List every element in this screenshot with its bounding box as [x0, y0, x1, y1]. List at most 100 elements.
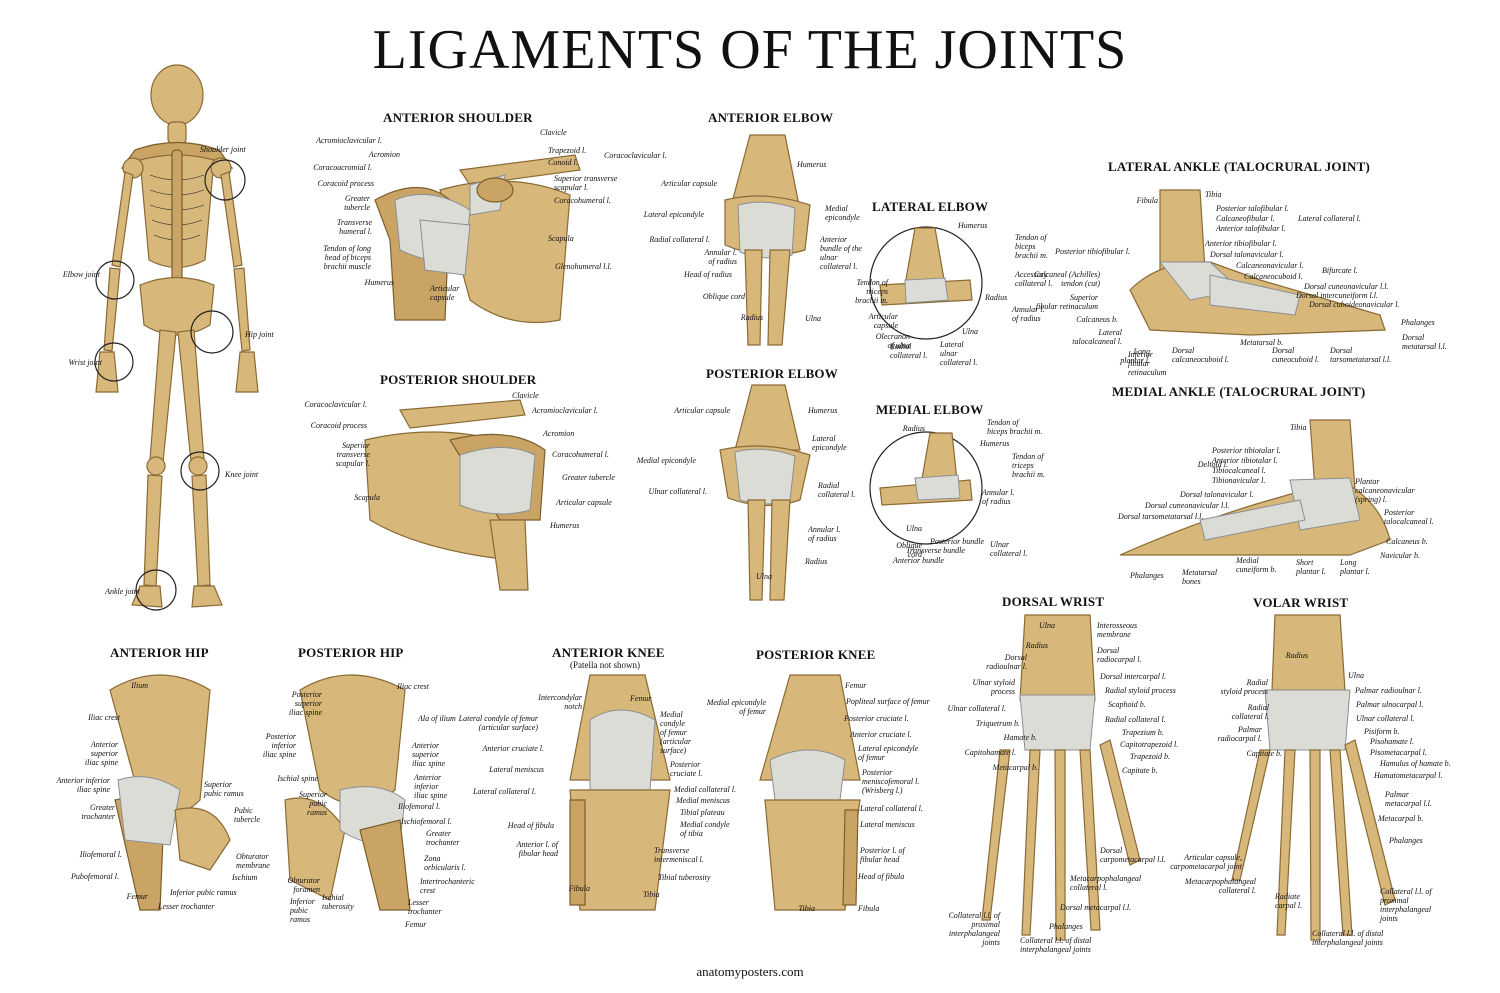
label: Acromion — [543, 429, 575, 438]
label: Metacarpal b. — [1378, 814, 1424, 823]
label: Femur — [630, 694, 652, 703]
medial-elbow-art — [869, 431, 983, 545]
volar-wrist-art — [1231, 614, 1396, 941]
label: Dorsal tarsometatarsal l.l. — [1330, 346, 1392, 364]
label: Humerus — [364, 278, 394, 287]
panel-title-posterior-hip: POSTERIOR HIP — [298, 645, 404, 660]
panel-title-posterior-knee: POSTERIOR KNEE — [756, 647, 876, 662]
label: Capitotrapezoid l. — [1120, 740, 1179, 749]
label: Annular l. of radius — [1012, 305, 1045, 323]
label: Iliac crest — [397, 682, 429, 691]
label: Medial meniscus — [676, 796, 730, 805]
label: Anterior superior iliac spine — [84, 740, 118, 767]
label: Articular capsule — [868, 312, 898, 330]
label: Anterior inferior iliac spine — [56, 776, 110, 794]
label: Posterior talofibular l. — [1216, 204, 1289, 213]
label: Acromioclavicular l. — [532, 406, 598, 415]
label: Ulnar collateral l. — [947, 704, 1006, 713]
label: Greater trochanter — [426, 829, 460, 847]
label: Zona orbicularis l. — [424, 854, 466, 872]
label: Phalanges — [1049, 922, 1083, 931]
label: Humerus — [980, 439, 1010, 448]
label: Clavicle — [512, 391, 539, 400]
label: Greater tubercle — [562, 473, 615, 482]
label: Tibia — [643, 890, 660, 899]
label: Acromion — [368, 150, 400, 159]
label: Navicular b. — [1380, 551, 1420, 560]
label: Collateral l.l. of distal interphalangea… — [1020, 936, 1092, 954]
label: Scapula — [354, 493, 380, 502]
label: Radial styloid process — [1220, 678, 1268, 696]
label: Posterior meniscofemoral l. (Wrisberg l.… — [862, 768, 920, 795]
label: Dorsal intercuneiform l.l. — [1296, 291, 1378, 300]
label: Capitate b. — [1122, 766, 1158, 775]
label: Dorsal cuneocuboid l. — [1272, 346, 1320, 364]
label: Iliofemoral l. — [79, 850, 122, 859]
label: Superior pubic ramus — [299, 790, 327, 817]
label: Trapezium b. — [1122, 728, 1164, 737]
label: Radius — [902, 424, 925, 433]
label: Radial collateral l. — [1231, 703, 1269, 721]
label: Inferior pubic ramus — [290, 897, 315, 924]
label: Posterior talocalcaneal l. — [1384, 508, 1434, 526]
label: Transverse intermeniscal l. — [654, 846, 704, 864]
label: Anterior inferior iliac spine — [414, 773, 448, 800]
label: Radial collateral l. — [649, 235, 710, 244]
label: Dorsal talonavicular l. — [1180, 490, 1254, 499]
anterior-knee-art — [569, 674, 671, 911]
label: Triquetrum b. — [975, 719, 1020, 728]
label: Calcaneal (Achilles) tendon (cut) — [1034, 270, 1100, 288]
label: Tendon of biceps brachii m. — [987, 418, 1043, 436]
label: Phalanges — [1401, 318, 1435, 327]
label: Pubic tubercle — [234, 806, 260, 824]
label: Anterior tibiofibular l. — [1205, 239, 1277, 248]
label: Lateral condyle of femur (articular surf… — [458, 714, 538, 732]
posterior-elbow-art — [719, 384, 811, 601]
label: Lateral epicondyle — [643, 210, 704, 219]
label: Radius — [1285, 651, 1308, 660]
label: Dorsal radiocarpal l. — [1097, 646, 1142, 664]
label: Posterior cruciate l. — [844, 714, 909, 723]
label: Anterior tibiotalar l. — [1212, 456, 1278, 465]
label: Hamate b. — [1003, 733, 1037, 742]
panel-title-anterior-knee: ANTERIOR KNEE — [552, 645, 665, 660]
skeleton-label-shoulder: Shoulder joint — [200, 145, 246, 154]
label: Ulna — [805, 314, 821, 323]
label: Ulnar collateral l. — [648, 487, 707, 496]
label: Collateral l.l. of distal interphalangea… — [1312, 929, 1384, 947]
label: Ischiofemoral l. — [401, 817, 452, 826]
panel-title-medial-ankle: MEDIAL ANKLE (TALOCRURAL JOINT) — [1112, 384, 1366, 399]
label: Posterior tibiofibular l. — [1055, 247, 1130, 256]
label: Articular capsule, carpometacarpal joint — [1170, 853, 1242, 871]
label: Dorsal carpometacarpal l.l. — [1100, 846, 1166, 864]
skeleton-label-hip: Hip joint — [245, 330, 274, 339]
label: Acromioclavicular l. — [316, 136, 382, 145]
label: Dorsal cuboideonavicular l. — [1309, 300, 1400, 309]
label: Palmar metacarpal l.l. — [1385, 790, 1432, 808]
label: Ulna — [962, 327, 978, 336]
label: Dorsal metatarsal l.l. — [1402, 333, 1447, 351]
label: Articular capsule — [661, 179, 717, 188]
label: Ischium — [232, 873, 258, 882]
skeleton-label-ankle: Ankle joint — [105, 587, 140, 596]
label: Obturator foramen — [287, 876, 320, 894]
label: Calcaneofibular l. — [1216, 214, 1275, 223]
label: Popliteal surface of femur — [846, 697, 930, 706]
label: Accessory collateral l. — [1015, 270, 1053, 288]
label: Superior transverse scapular l. — [335, 441, 370, 468]
panel-title-lateral-elbow: LATERAL ELBOW — [872, 199, 989, 214]
label: Dorsal calcaneocuboid l. — [1172, 346, 1229, 364]
label: Head of fibula — [858, 872, 905, 881]
label: Coracoacromial l. — [313, 163, 372, 172]
label: Anterior bundle — [893, 556, 944, 565]
label: Hamatometacarpal l. — [1374, 771, 1443, 780]
label: Tibia — [1290, 423, 1307, 432]
label: Inferior fibular retinaculum — [1128, 350, 1167, 377]
label: Metacarpophalangeal collateral l. — [1184, 877, 1256, 895]
label: Hamulus of hamate b. — [1380, 759, 1451, 768]
label: Ischial tuberosity — [322, 893, 354, 911]
label: Clavicle — [540, 128, 567, 137]
skeleton-label-elbow: Elbow joint — [62, 270, 100, 279]
label: Femur — [845, 681, 867, 690]
label: Oblique cord — [896, 541, 922, 559]
